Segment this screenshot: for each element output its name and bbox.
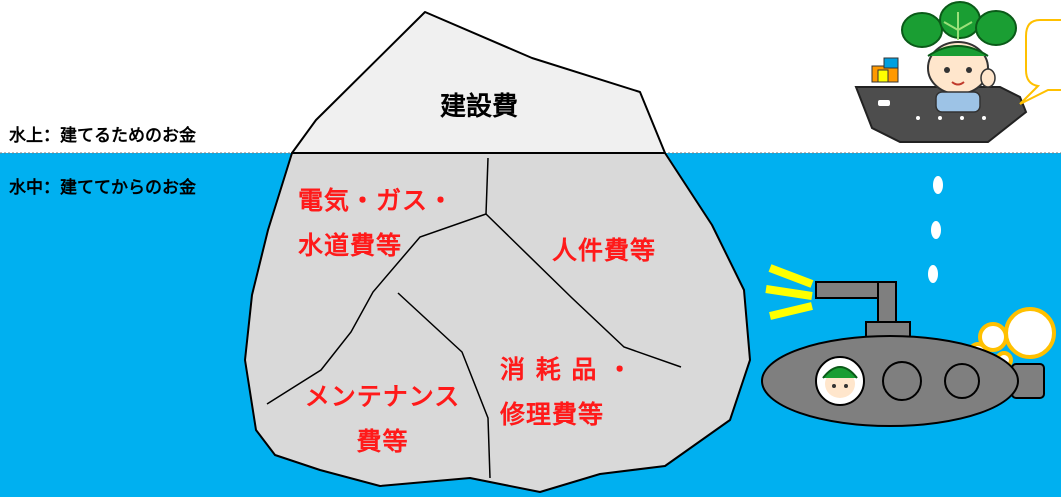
- iceberg-crack-lines: [266, 157, 682, 479]
- submarine-icon: [761, 281, 1045, 427]
- above-water-label: 水上：建てるためのお金: [9, 126, 196, 146]
- iceberg-under-water: [244, 152, 751, 493]
- utilities-cost-label: 電気・ガス・ 水道費等: [298, 178, 454, 268]
- mascot-character-icon: [901, 1, 1017, 113]
- cargo-ship-icon: [854, 57, 1028, 143]
- maintenance-cost-line2: 費等: [356, 427, 409, 456]
- rising-bubbles-icon: [928, 176, 943, 283]
- light-beam-icon: [765, 264, 814, 320]
- utilities-cost-line1: 電気・ガス・: [298, 186, 455, 215]
- utilities-cost-line2: 水道費等: [298, 231, 403, 260]
- maintenance-cost-label: メンテナンス 費等: [290, 374, 475, 464]
- consumables-cost-label: 消 耗 品 ・ 修理費等: [500, 347, 633, 437]
- speech-bubble-icon: [1019, 19, 1061, 105]
- maintenance-cost-line1: メンテナンス: [304, 382, 461, 411]
- construction-cost-label: 建設費: [440, 92, 519, 122]
- personnel-cost-label: 人件費等: [552, 236, 657, 265]
- consumables-cost-line2: 修理費等: [500, 400, 605, 429]
- consumables-cost-line1: 消 耗 品 ・: [500, 355, 634, 384]
- iceberg-above-water: [291, 11, 666, 154]
- under-water-label: 水中：建ててからのお金: [9, 178, 196, 198]
